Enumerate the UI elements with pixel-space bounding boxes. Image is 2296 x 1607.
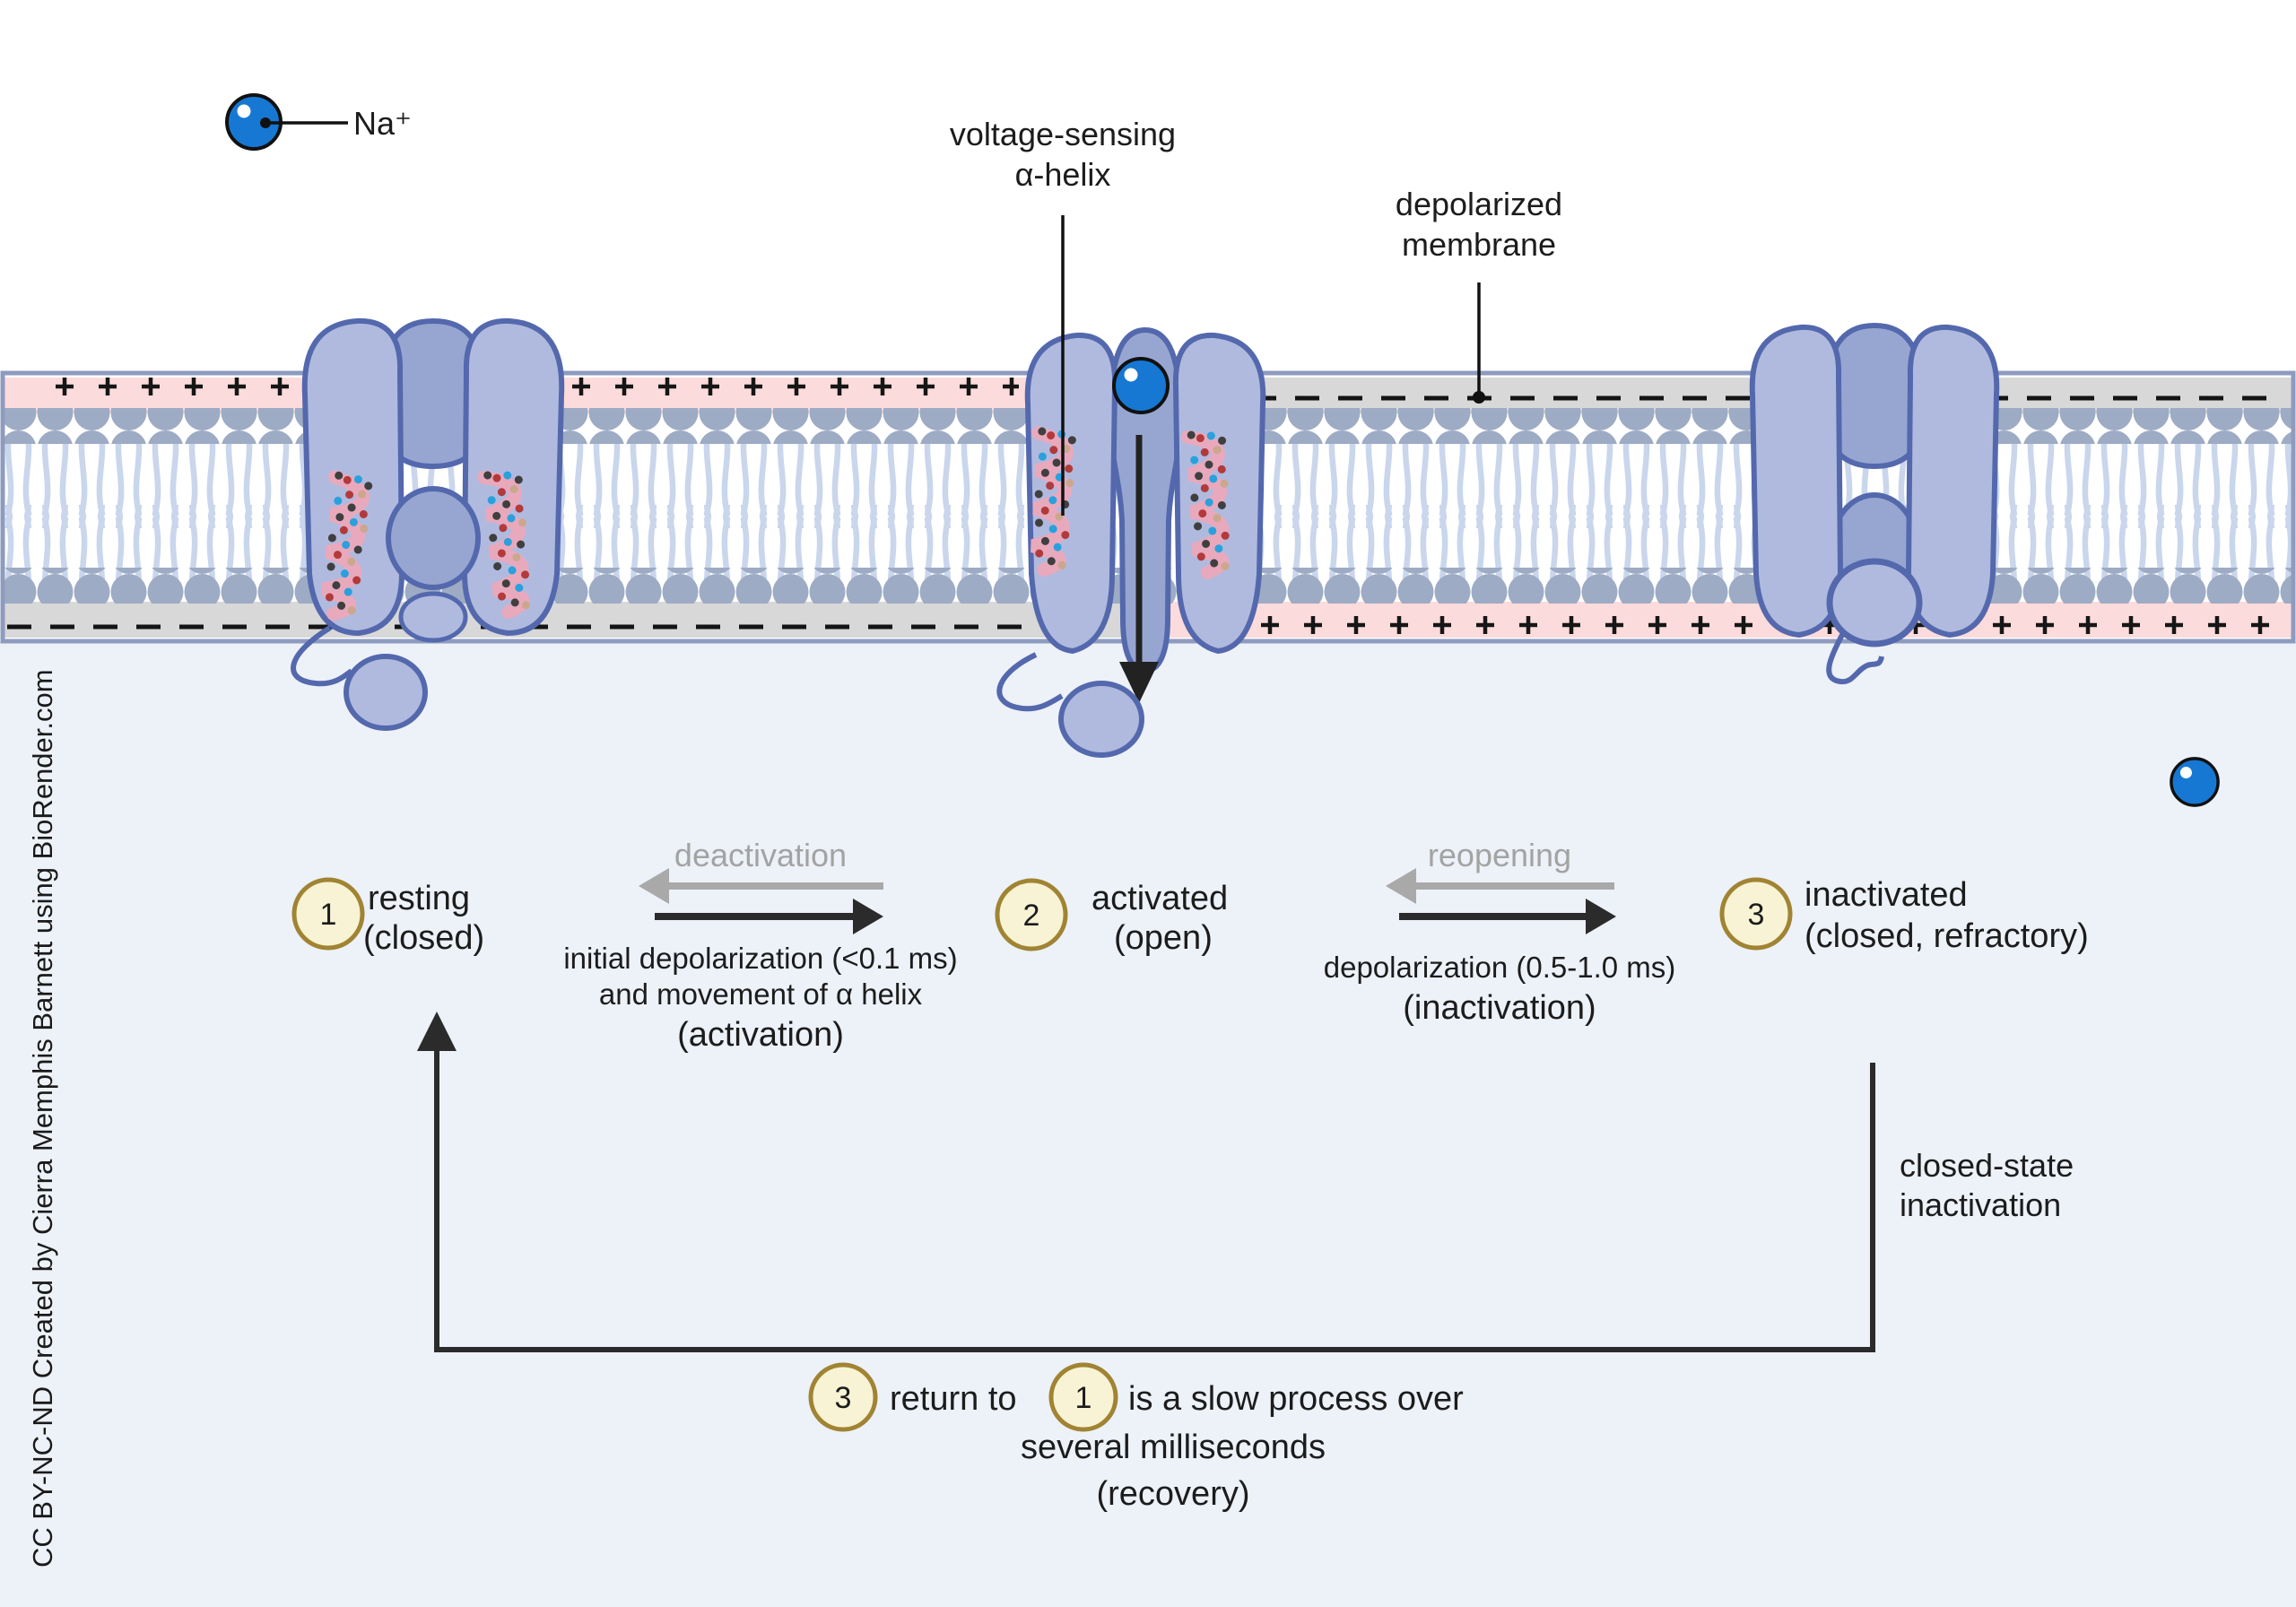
inactivation-tether <box>1826 631 1884 685</box>
inactivation-ball <box>1058 681 1144 758</box>
voltage-sensing-annotation: voltage-sensing α-helix <box>950 116 1176 516</box>
state-badge <box>995 878 1068 951</box>
state-name: inactivated <box>1805 876 1968 914</box>
voltage-sensing-label-line1: voltage-sensing <box>950 116 1176 152</box>
state-detail: (open) <box>1114 919 1213 957</box>
extracellular-background <box>0 0 2296 375</box>
transition-inactivation: reopening depolarization (0.5-1.0 ms) (i… <box>1324 837 1676 1027</box>
recovery-text-rest: is a slow process over <box>1128 1380 1464 1418</box>
sodium-ion-in-pore <box>1112 357 1170 414</box>
state-detail: (closed) <box>363 919 484 957</box>
membrane-band-bottom-negative <box>4 602 1146 638</box>
closed-state-label-line1: closed-state <box>1900 1147 2074 1184</box>
open-pore <box>1107 326 1184 674</box>
forward-arrowhead <box>1586 899 1616 934</box>
recovery-text-line2: several milliseconds <box>1021 1429 1326 1466</box>
state-resting: 1 resting (closed) <box>291 877 484 957</box>
state-badge <box>1719 877 1793 951</box>
state-badge-number: 2 <box>1023 899 1040 933</box>
recovery-loop: closed-state inactivation <box>417 1012 2074 1352</box>
channel-lobe-left <box>1749 324 1844 638</box>
free-sodium-ion <box>2170 757 2220 807</box>
state-badge-number: 1 <box>320 898 337 932</box>
back-transition-label: reopening <box>1428 837 1571 873</box>
channel-inactivated <box>1749 322 2000 685</box>
state-name: activated <box>1091 880 1228 917</box>
closed-gate <box>386 486 481 590</box>
forward-label-line1: initial depolarization (<0.1 ms) <box>563 942 957 975</box>
state-badge-number: 3 <box>835 1381 852 1415</box>
recovery-loop-line <box>434 1042 1875 1352</box>
inactivation-ball <box>344 654 428 731</box>
state-badge <box>1048 1362 1118 1432</box>
back-arrowhead <box>1386 868 1416 904</box>
forward-label-line3: (activation) <box>677 1016 844 1054</box>
channel-lobe-left <box>301 317 405 637</box>
pointer-dot <box>1473 391 1485 404</box>
channel-resting <box>291 317 565 731</box>
state-badge-number: 3 <box>1748 898 1765 932</box>
state-badge <box>291 877 365 951</box>
recovery-text-return: return to <box>890 1380 1017 1418</box>
attribution-text: CC BY-NC-ND Created by Cierra Memphis Ba… <box>27 669 58 1568</box>
inactivation-tether <box>291 625 353 687</box>
channel-foot <box>398 591 468 643</box>
channel-lobe-right <box>1905 324 2000 638</box>
back-arrowhead <box>639 868 669 904</box>
membrane-band-top-depolarized <box>1146 378 2292 413</box>
forward-arrowhead <box>853 899 883 934</box>
forward-label-line1: depolarization (0.5-1.0 ms) <box>1324 951 1676 984</box>
state-badge-number: 1 <box>1075 1381 1092 1415</box>
state-name: resting <box>368 880 470 917</box>
cytoplasm-background <box>0 641 2296 1607</box>
recovery-text-line3: (recovery) <box>1096 1475 1249 1513</box>
state-detail: (closed, refractory) <box>1805 917 2089 955</box>
sodium-legend: Na⁺ <box>225 93 412 151</box>
back-transition-label: deactivation <box>674 837 847 873</box>
forward-label-line2: and movement of α helix <box>599 977 923 1011</box>
depolarized-label-line2: membrane <box>1402 226 1556 263</box>
channel-lobe-right <box>461 317 565 637</box>
inactivation-ball-plugged <box>1826 558 1923 647</box>
sodium-label: Na⁺ <box>353 105 412 142</box>
depolarized-membrane-annotation: depolarized membrane <box>1396 186 1562 404</box>
recovery-loop-arrowhead <box>417 1012 457 1051</box>
inactivation-tether <box>996 652 1064 712</box>
forward-label-line3: (inactivation) <box>1403 989 1596 1027</box>
voltage-sensing-label-line2: α-helix <box>1015 156 1111 193</box>
recovery-caption: 3 return to 1 is a slow process over sev… <box>808 1362 1464 1513</box>
channel-activated <box>996 326 1266 758</box>
state-badge <box>808 1362 878 1432</box>
depolarized-label-line1: depolarized <box>1396 186 1562 222</box>
ion-flow-arrowhead <box>1119 662 1159 703</box>
state-activated: 2 activated (open) <box>995 878 1228 957</box>
closed-state-label-line2: inactivation <box>1900 1186 2061 1223</box>
state-inactivated: 3 inactivated (closed, refractory) <box>1719 876 2089 955</box>
transition-activation: deactivation initial depolarization (<0.… <box>563 837 957 1054</box>
